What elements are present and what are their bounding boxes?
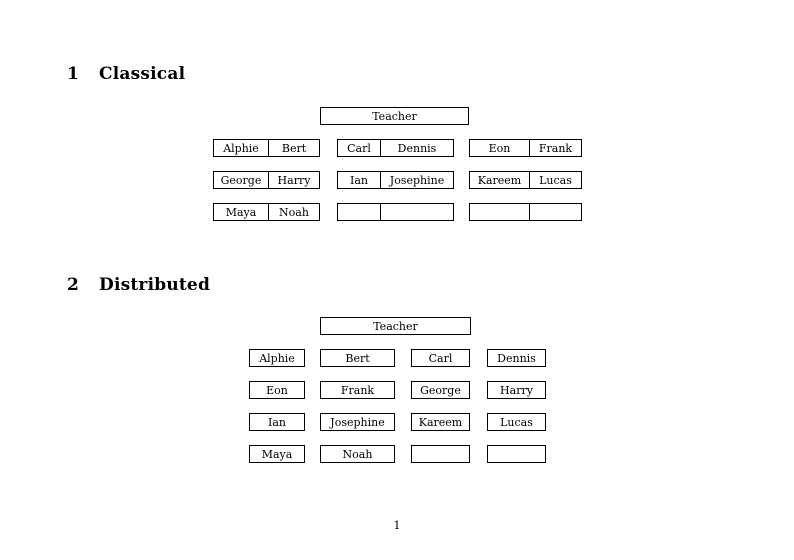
student-cell: Lucas [529, 172, 581, 188]
student-cell: Noah [268, 204, 319, 220]
section-number: 2 [67, 275, 80, 295]
section-title: Distributed [99, 275, 211, 295]
student-pair-row-empty [469, 203, 582, 221]
student-box: Josephine [320, 413, 395, 431]
student-pair-row: Maya Noah [213, 203, 320, 221]
section-number: 1 [67, 64, 80, 84]
student-cell-empty [380, 204, 453, 220]
student-pair-row: Kareem Lucas [469, 171, 582, 189]
section-title: Classical [99, 64, 186, 84]
page-number: 1 [393, 519, 401, 532]
student-box: Alphie [249, 349, 305, 367]
student-box: Frank [320, 381, 395, 399]
student-cell: Bert [268, 140, 319, 156]
student-box: Dennis [487, 349, 546, 367]
student-cell: Carl [347, 142, 371, 155]
student-box-empty [487, 445, 546, 463]
student-pair-row: Carl Dennis [337, 139, 454, 157]
student-pair-row: Ian Josephine [337, 171, 454, 189]
student-cell: Eon [488, 142, 511, 155]
student-cell-empty [338, 204, 380, 220]
teacher-box-classical: Teacher [320, 107, 469, 125]
student-box-empty [411, 445, 470, 463]
section-heading-classical: 1 Classical [67, 64, 185, 84]
student-box: Lucas [487, 413, 546, 431]
student-cell: Frank [529, 140, 581, 156]
student-box: George [411, 381, 470, 399]
student-cell: George [220, 174, 262, 187]
student-box: Harry [487, 381, 546, 399]
student-cell: Kareem [477, 174, 522, 187]
student-cell: Harry [268, 172, 319, 188]
student-cell-empty [470, 204, 529, 220]
student-cell: Dennis [380, 140, 453, 156]
student-box: Carl [411, 349, 470, 367]
student-pair-row: George Harry [213, 171, 320, 189]
student-box: Bert [320, 349, 395, 367]
student-box: Kareem [411, 413, 470, 431]
student-box: Maya [249, 445, 305, 463]
student-box: Ian [249, 413, 305, 431]
student-pair-row: Alphie Bert [213, 139, 320, 157]
student-cell: Josephine [380, 172, 453, 188]
student-box: Noah [320, 445, 395, 463]
teacher-box-distributed: Teacher [320, 317, 471, 335]
student-cell: Ian [350, 174, 368, 187]
student-cell: Alphie [223, 142, 259, 155]
student-box: Eon [249, 381, 305, 399]
student-pair-row: Eon Frank [469, 139, 582, 157]
student-cell: Maya [225, 206, 257, 219]
student-pair-row-empty [337, 203, 454, 221]
student-cell-empty [529, 204, 581, 220]
section-heading-distributed: 2 Distributed [67, 275, 210, 295]
